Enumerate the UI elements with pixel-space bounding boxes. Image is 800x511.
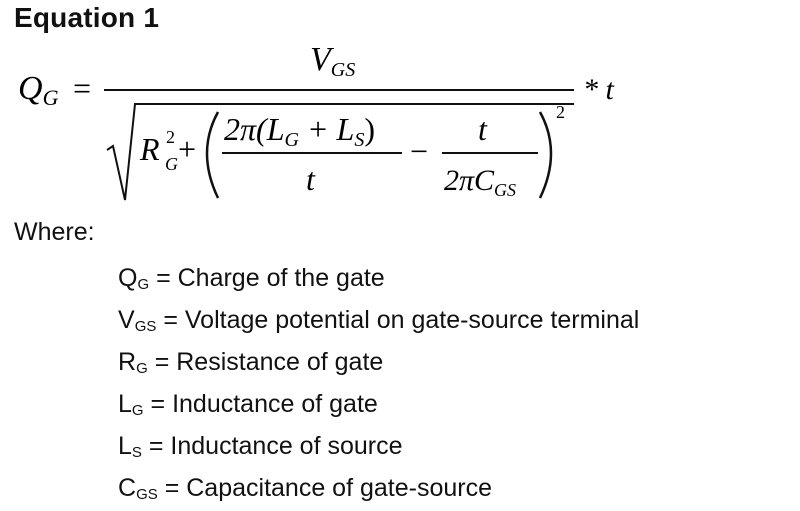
left-big-paren bbox=[205, 111, 220, 199]
svg-text:2πCGS: 2πCGS bbox=[444, 164, 516, 200]
numerator-subscript: GS bbox=[331, 59, 355, 81]
definition-charge: QG = Charge of the gate bbox=[118, 257, 639, 299]
definition-symbol: R bbox=[118, 348, 137, 376]
lhs-subscript: G bbox=[43, 85, 59, 110]
definition-symbol: L bbox=[118, 432, 132, 460]
svg-text:QG: QG bbox=[18, 70, 59, 110]
inner-numerator-b-sub: S bbox=[354, 129, 364, 151]
definition-symbol: C bbox=[118, 474, 137, 502]
definition-subscript: G bbox=[137, 276, 150, 293]
definition-symbol: V bbox=[118, 306, 135, 334]
inner-denominator: t bbox=[306, 161, 316, 197]
equation-title: Equation 1 bbox=[14, 2, 160, 33]
definition-text: = Capacitance of gate-source bbox=[164, 474, 492, 502]
definition-resistance: RG = Resistance of gate bbox=[118, 341, 639, 383]
paren-power: 2 bbox=[556, 102, 565, 122]
definition-subscript: GS bbox=[134, 318, 157, 335]
svg-text:VGS: VGS bbox=[310, 41, 355, 81]
minus-sign: − bbox=[410, 133, 428, 169]
definition-subscript: GS bbox=[136, 486, 158, 503]
resistance-power: 2 bbox=[166, 127, 175, 147]
definition-source-inductance: LS = Inductance of source bbox=[118, 425, 639, 467]
fraction2-denominator: 2πC bbox=[444, 164, 495, 197]
plus-sign: + bbox=[178, 131, 196, 167]
svg-text:2π(LG + LS): 2π(LG + LS) bbox=[224, 111, 375, 151]
definition-subscript: S bbox=[131, 444, 142, 461]
definition-subscript: G bbox=[136, 360, 148, 377]
definition-text: = Voltage potential on gate-source termi… bbox=[163, 306, 640, 334]
fraction2-numerator: t bbox=[478, 111, 488, 147]
right-big-paren bbox=[538, 111, 553, 199]
square-root-sign bbox=[106, 103, 574, 201]
definition-text: = Inductance of gate bbox=[150, 390, 378, 418]
fraction2-denominator-sub: GS bbox=[494, 180, 516, 200]
definition-text: = Inductance of source bbox=[148, 432, 403, 460]
inner-numerator-a-sub: G bbox=[284, 129, 299, 151]
definition-text: = Resistance of gate bbox=[154, 348, 384, 376]
equation-formula: QG = VGS R 2 G + 2π(LG + LS) t − t 2πCGS… bbox=[18, 41, 615, 201]
where-label: Where: bbox=[14, 218, 95, 246]
definition-symbol: L bbox=[118, 390, 132, 418]
definition-subscript: G bbox=[131, 402, 144, 419]
lhs-symbol: Q bbox=[18, 70, 43, 107]
time-multiplier: * t bbox=[583, 73, 615, 106]
definition-symbol: Q bbox=[118, 264, 138, 292]
definition-text: = Charge of the gate bbox=[156, 264, 385, 292]
equals-sign: = bbox=[73, 70, 91, 106]
definition-list: QG = Charge of the gate VGS = Voltage po… bbox=[118, 257, 639, 509]
definition-capacitance: CGS = Capacitance of gate-source bbox=[118, 467, 639, 509]
definition-gate-inductance: LG = Inductance of gate bbox=[118, 383, 639, 425]
resistance-symbol: R bbox=[139, 131, 160, 167]
inner-numerator-a: 2π(L bbox=[224, 111, 284, 147]
inner-numerator-b: + L bbox=[299, 111, 354, 147]
inner-numerator-close: ) bbox=[364, 111, 375, 147]
definition-voltage: VGS = Voltage potential on gate-source t… bbox=[118, 299, 639, 341]
resistance-subscript: G bbox=[165, 154, 178, 174]
